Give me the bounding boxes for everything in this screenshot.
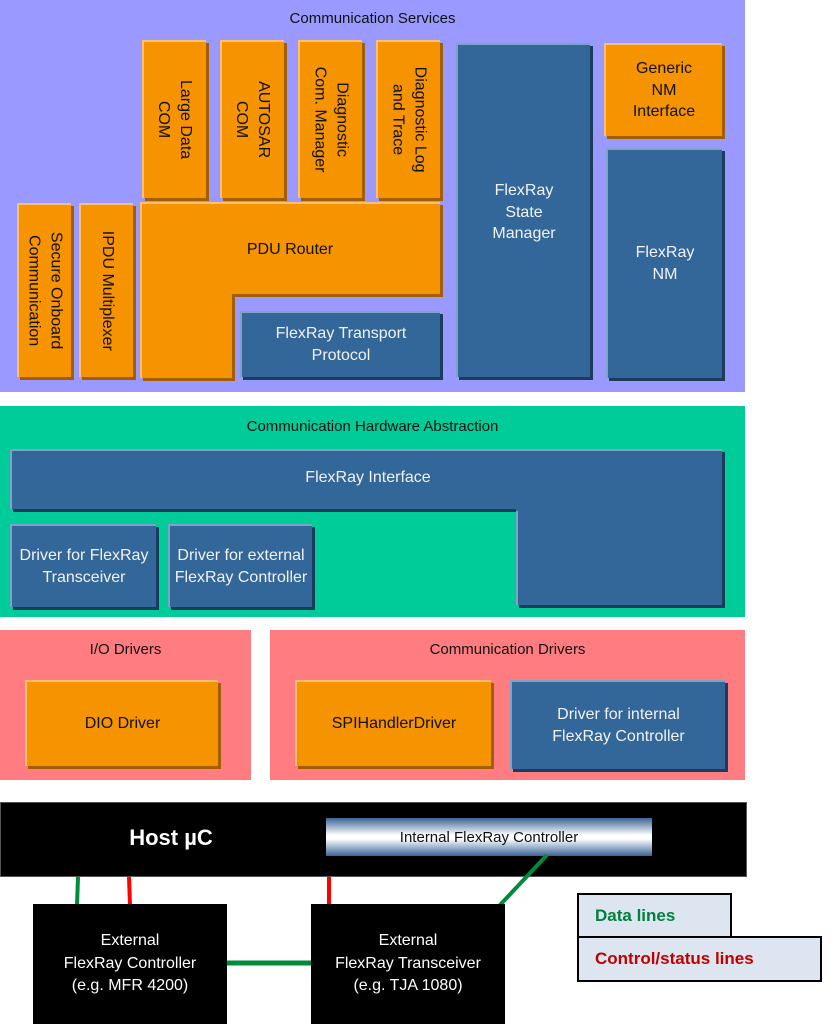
legend-control-lines-label: Control/status lines xyxy=(595,949,754,968)
driver-internal-flexray-controller-label: Driver for internal FlexRay Controller xyxy=(552,705,685,745)
driver-flexray-transceiver-module[interactable]: Driver for FlexRay Transceiver xyxy=(10,524,156,607)
internal-flexray-controller[interactable]: Internal FlexRay Controller xyxy=(326,818,652,856)
driver-external-flexray-controller-label: Driver for external FlexRay Controller xyxy=(174,546,308,586)
control-line-host-ext-controller xyxy=(127,876,132,906)
external-flexray-transceiver-label: External FlexRay Transceiver (e.g. TJA 1… xyxy=(335,932,481,995)
dio-driver-label: DIO Driver xyxy=(84,715,161,733)
flexray-transport-protocol-label: FlexRay Transport Protocol xyxy=(275,325,407,364)
communication-services-title: Communication Services xyxy=(289,10,456,27)
flexray-interface-highlight xyxy=(10,449,722,509)
flexray-transport-protocol-module[interactable]: FlexRay Transport Protocol xyxy=(240,311,440,377)
io-drivers-title: I/O Drivers xyxy=(89,641,162,658)
diagnostic-log-trace-module[interactable]: Diagnostic Log and Trace xyxy=(376,40,440,198)
dio-driver-module[interactable]: DIO Driver xyxy=(25,680,218,766)
pdu-router-shape xyxy=(140,202,440,378)
autosar-com-module[interactable]: AUTOSAR COM xyxy=(220,40,284,198)
pdu-router-module[interactable] xyxy=(140,202,446,382)
secure-onboard-communication-module[interactable]: Secure Onboard Communication xyxy=(17,203,71,377)
spi-handler-driver-module[interactable]: SPIHandlerDriver xyxy=(295,680,491,766)
host-uc-label: Host µC xyxy=(129,825,213,850)
ipdu-multiplexer-module[interactable]: IPDU Multiplexer xyxy=(79,203,133,377)
communication-hardware-abstraction-title: Communication Hardware Abstraction xyxy=(246,418,499,435)
spi-handler-driver-label: SPIHandlerDriver xyxy=(331,715,457,733)
generic-nm-interface-label: Generic NM Interface xyxy=(632,60,696,121)
flexray-nm-label: FlexRay NM xyxy=(635,244,695,283)
flexray-nm-module[interactable]: FlexRay NM xyxy=(606,148,722,378)
legend-control-lines: Control/status lines xyxy=(577,936,822,982)
pdu-router-label: PDU Router xyxy=(246,241,334,258)
driver-external-flexray-controller-module[interactable]: Driver for external FlexRay Controller xyxy=(168,524,312,607)
flexray-state-manager-label: FlexRay State Manager xyxy=(492,182,556,243)
io-drivers-layer: I/O Drivers DIO Driver xyxy=(0,630,251,780)
internal-flexray-controller-label: Internal FlexRay Controller xyxy=(399,828,579,846)
driver-internal-flexray-controller-module[interactable]: Driver for internal FlexRay Controller xyxy=(510,680,725,769)
flexray-interface-module[interactable] xyxy=(10,449,726,609)
pdu-router-highlight xyxy=(140,202,440,378)
external-flexray-controller-label: External FlexRay Controller (e.g. MFR 42… xyxy=(63,932,197,995)
large-data-com-module[interactable]: Large Data COM xyxy=(142,40,206,198)
diagnostic-com-manager-module[interactable]: Diagnostic Com. Manager xyxy=(298,40,362,198)
flexray-interface-shape xyxy=(10,449,722,605)
data-line-host-ext-controller xyxy=(75,876,80,906)
data-line-internal-controller-transceiver xyxy=(498,853,549,907)
external-flexray-controller[interactable]: External FlexRay Controller (e.g. MFR 42… xyxy=(33,904,227,1024)
generic-nm-interface-module[interactable]: Generic NM Interface xyxy=(604,43,722,136)
driver-flexray-transceiver-label: Driver for FlexRay Transceiver xyxy=(19,546,149,586)
communication-drivers-layer: Communication Drivers SPIHandlerDriver D… xyxy=(270,630,745,780)
external-flexray-transceiver[interactable]: External FlexRay Transceiver (e.g. TJA 1… xyxy=(311,904,505,1024)
communication-services-layer: Communication Services Large Data COM AU… xyxy=(0,0,745,392)
flexray-state-manager-module[interactable]: FlexRay State Manager xyxy=(456,43,590,377)
legend-data-lines: Data lines xyxy=(577,893,732,938)
flexray-interface-label: FlexRay Interface xyxy=(305,469,431,486)
communication-hardware-abstraction-layer: Communication Hardware Abstraction FlexR… xyxy=(0,406,745,617)
communication-drivers-title: Communication Drivers xyxy=(429,641,586,658)
legend-data-lines-label: Data lines xyxy=(595,905,676,925)
